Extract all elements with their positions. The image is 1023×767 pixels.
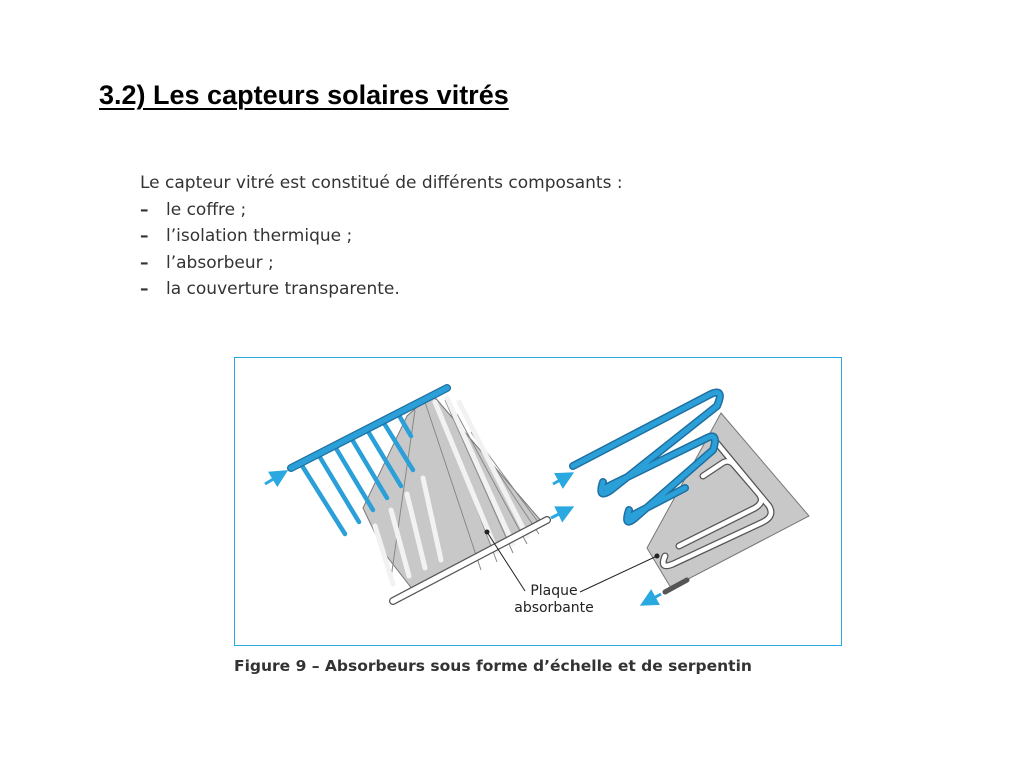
list-item-text: l’absorbeur ; xyxy=(166,252,274,273)
serpentine-outlet-pipe xyxy=(662,577,690,595)
list-item: –le coffre ; xyxy=(140,197,623,224)
ladder-plate xyxy=(362,393,543,591)
intro-lead: Le capteur vitré est constitué de différ… xyxy=(140,173,623,193)
list-item: –l’isolation thermique ; xyxy=(140,223,623,250)
serpentine-outlet-arrow xyxy=(639,589,662,606)
dash-bullet: – xyxy=(140,252,149,273)
dash-bullet: – xyxy=(140,226,149,246)
figure-frame: Plaque absorbante xyxy=(234,357,842,646)
ladder-outlet-arrow xyxy=(550,506,575,523)
absorber-illustration xyxy=(264,384,810,606)
serpentine-absorber xyxy=(552,388,810,606)
label-leaders xyxy=(484,529,660,593)
dash-bullet: – xyxy=(140,279,149,299)
list-item: –la couverture transparente. xyxy=(140,276,623,303)
plaque-label-line1: Plaque xyxy=(530,583,578,599)
list-item-text: la couverture transparente. xyxy=(166,279,400,299)
ladder-hidden-tubes xyxy=(372,395,530,587)
list-item-text: l’isolation thermique ; xyxy=(166,226,353,246)
ladder-absorber xyxy=(264,384,575,605)
figure-caption: Figure 9 – Absorbeurs sous forme d’échel… xyxy=(234,657,752,675)
ladder-inlet-arrow xyxy=(264,470,289,488)
ladder-blue-tubes xyxy=(298,409,416,537)
plaque-label: Plaque absorbante xyxy=(479,583,629,617)
component-list: –le coffre ; –l’isolation thermique ; –l… xyxy=(140,197,623,303)
intro-block: Le capteur vitré est constitué de différ… xyxy=(140,170,623,303)
list-item: –l’absorbeur ; xyxy=(140,250,623,277)
plaque-label-line2: absorbante xyxy=(514,600,594,616)
list-item-text: le coffre ; xyxy=(166,199,247,220)
dash-bullet: – xyxy=(140,199,149,220)
slide-title: 3.2) Les capteurs solaires vitrés xyxy=(99,80,509,110)
serpentine-inlet-arrow xyxy=(552,472,575,489)
